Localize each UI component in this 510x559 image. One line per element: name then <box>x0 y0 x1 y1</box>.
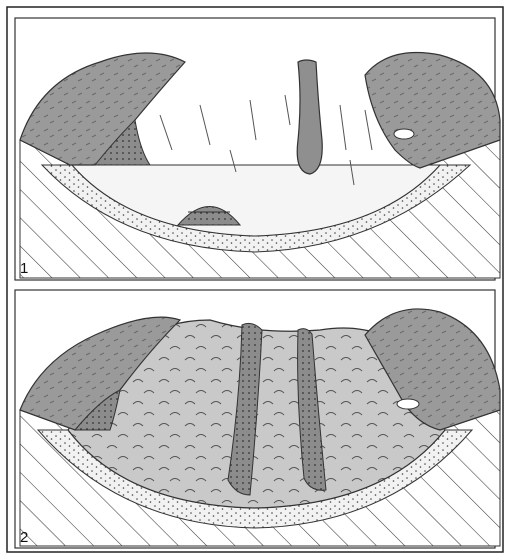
panel-2: 2 <box>15 290 500 548</box>
panel-1-label: 1 <box>20 260 28 277</box>
panel-1-ice-tongue <box>297 60 322 174</box>
panel-2-cave <box>397 399 419 409</box>
panel-1-left-mountain <box>20 53 185 165</box>
panel-1-cave <box>394 129 414 139</box>
panel-2-label: 2 <box>20 529 28 546</box>
panel-1: 1 <box>15 18 500 280</box>
